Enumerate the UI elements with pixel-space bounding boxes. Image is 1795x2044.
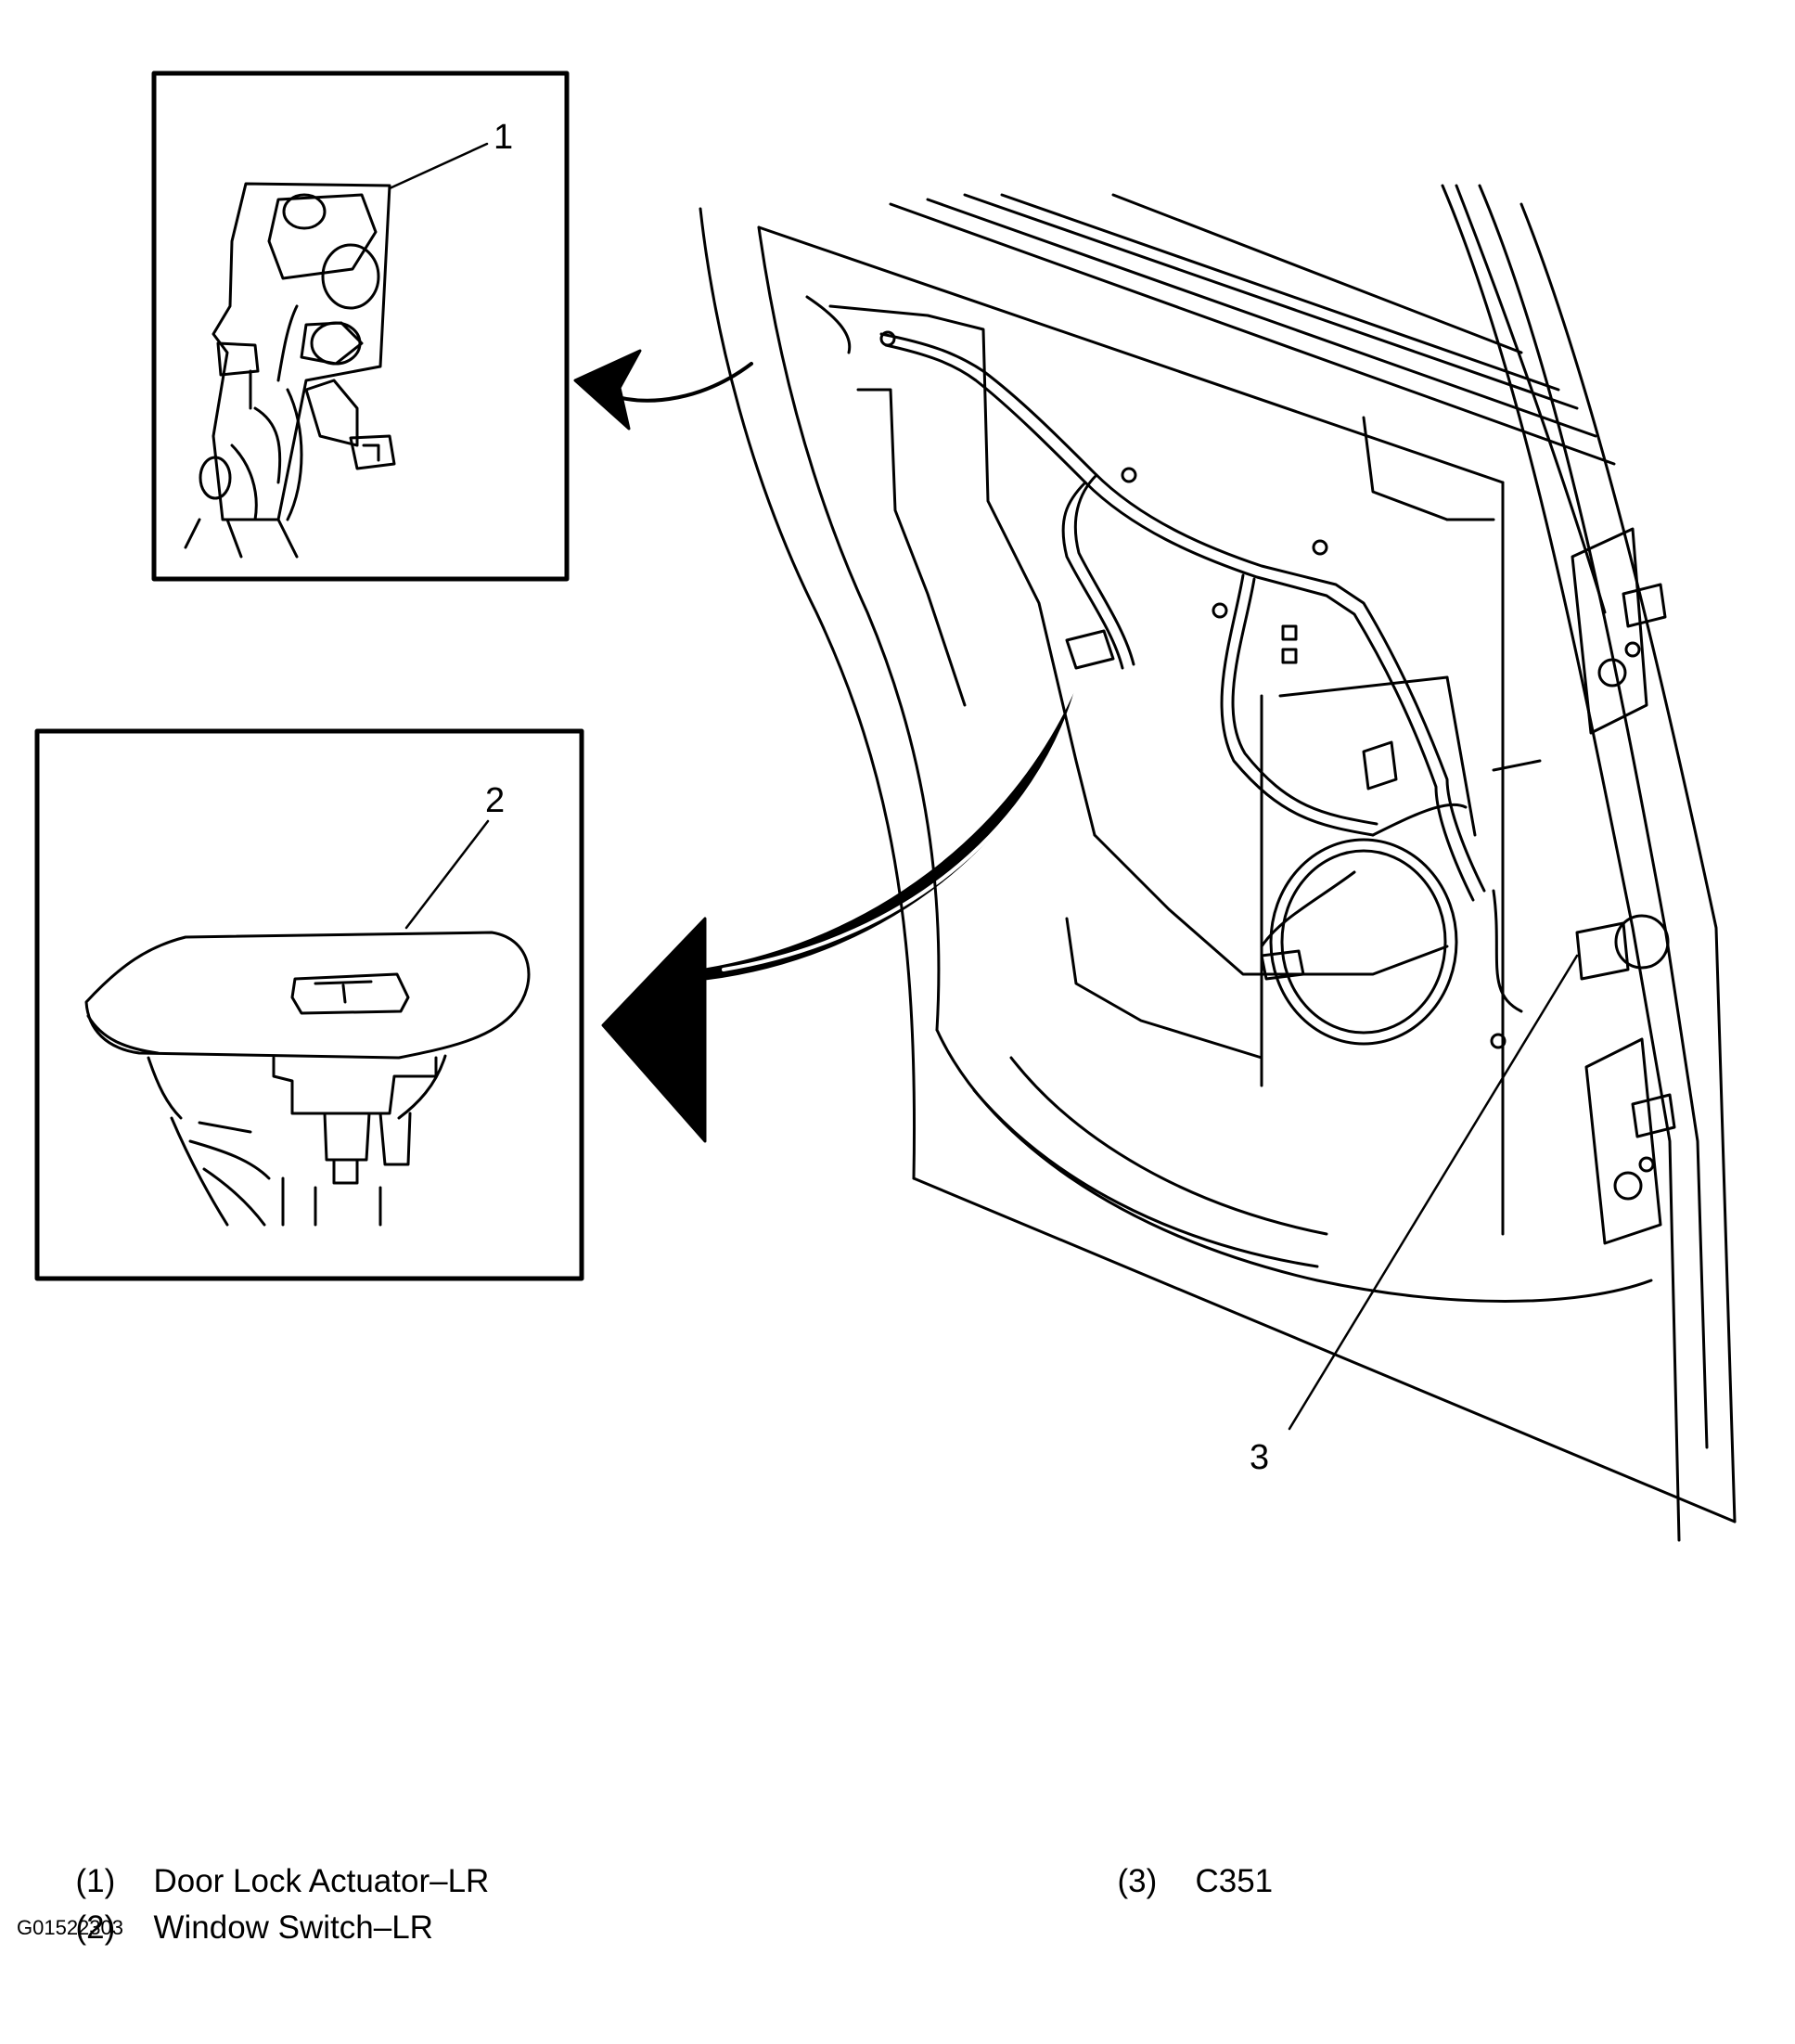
legend-label-3: C351 xyxy=(1195,1863,1274,1899)
legend-item-1: (1) Door Lock Actuator–LR xyxy=(58,1826,489,1900)
legend-num-2: (2) xyxy=(75,1909,116,1946)
door-lock-actuator-icon xyxy=(184,182,396,559)
legend-label-1: Door Lock Actuator–LR xyxy=(153,1863,490,1899)
connector-icon xyxy=(1065,583,1676,1138)
arrow-to-actuator xyxy=(573,349,753,431)
window-switch-icon xyxy=(84,931,531,1227)
legend-num-3: (3) xyxy=(1117,1863,1158,1899)
arrow-to-window-switch xyxy=(601,689,1078,1143)
inset-door-lock-actuator: 1 xyxy=(151,71,570,582)
wire-harness xyxy=(805,295,1542,1013)
callout-3: 3 xyxy=(1250,1438,1269,1477)
door-wiring-illustration: 1 2 xyxy=(34,71,1737,1542)
legend-num-1: (1) xyxy=(75,1863,116,1899)
legend-item-2: (2) Window Switch–LR xyxy=(58,1872,433,1947)
callout-2: 2 xyxy=(485,781,505,820)
legend-item-3: (3) C351 xyxy=(1099,1826,1273,1900)
legend-label-2: Window Switch–LR xyxy=(153,1909,433,1946)
inset-window-switch: 2 xyxy=(34,728,584,1281)
rear-door-panel xyxy=(699,184,1737,1542)
figure-id: G01522303 xyxy=(17,1916,123,1939)
callout-1: 1 xyxy=(494,118,513,157)
